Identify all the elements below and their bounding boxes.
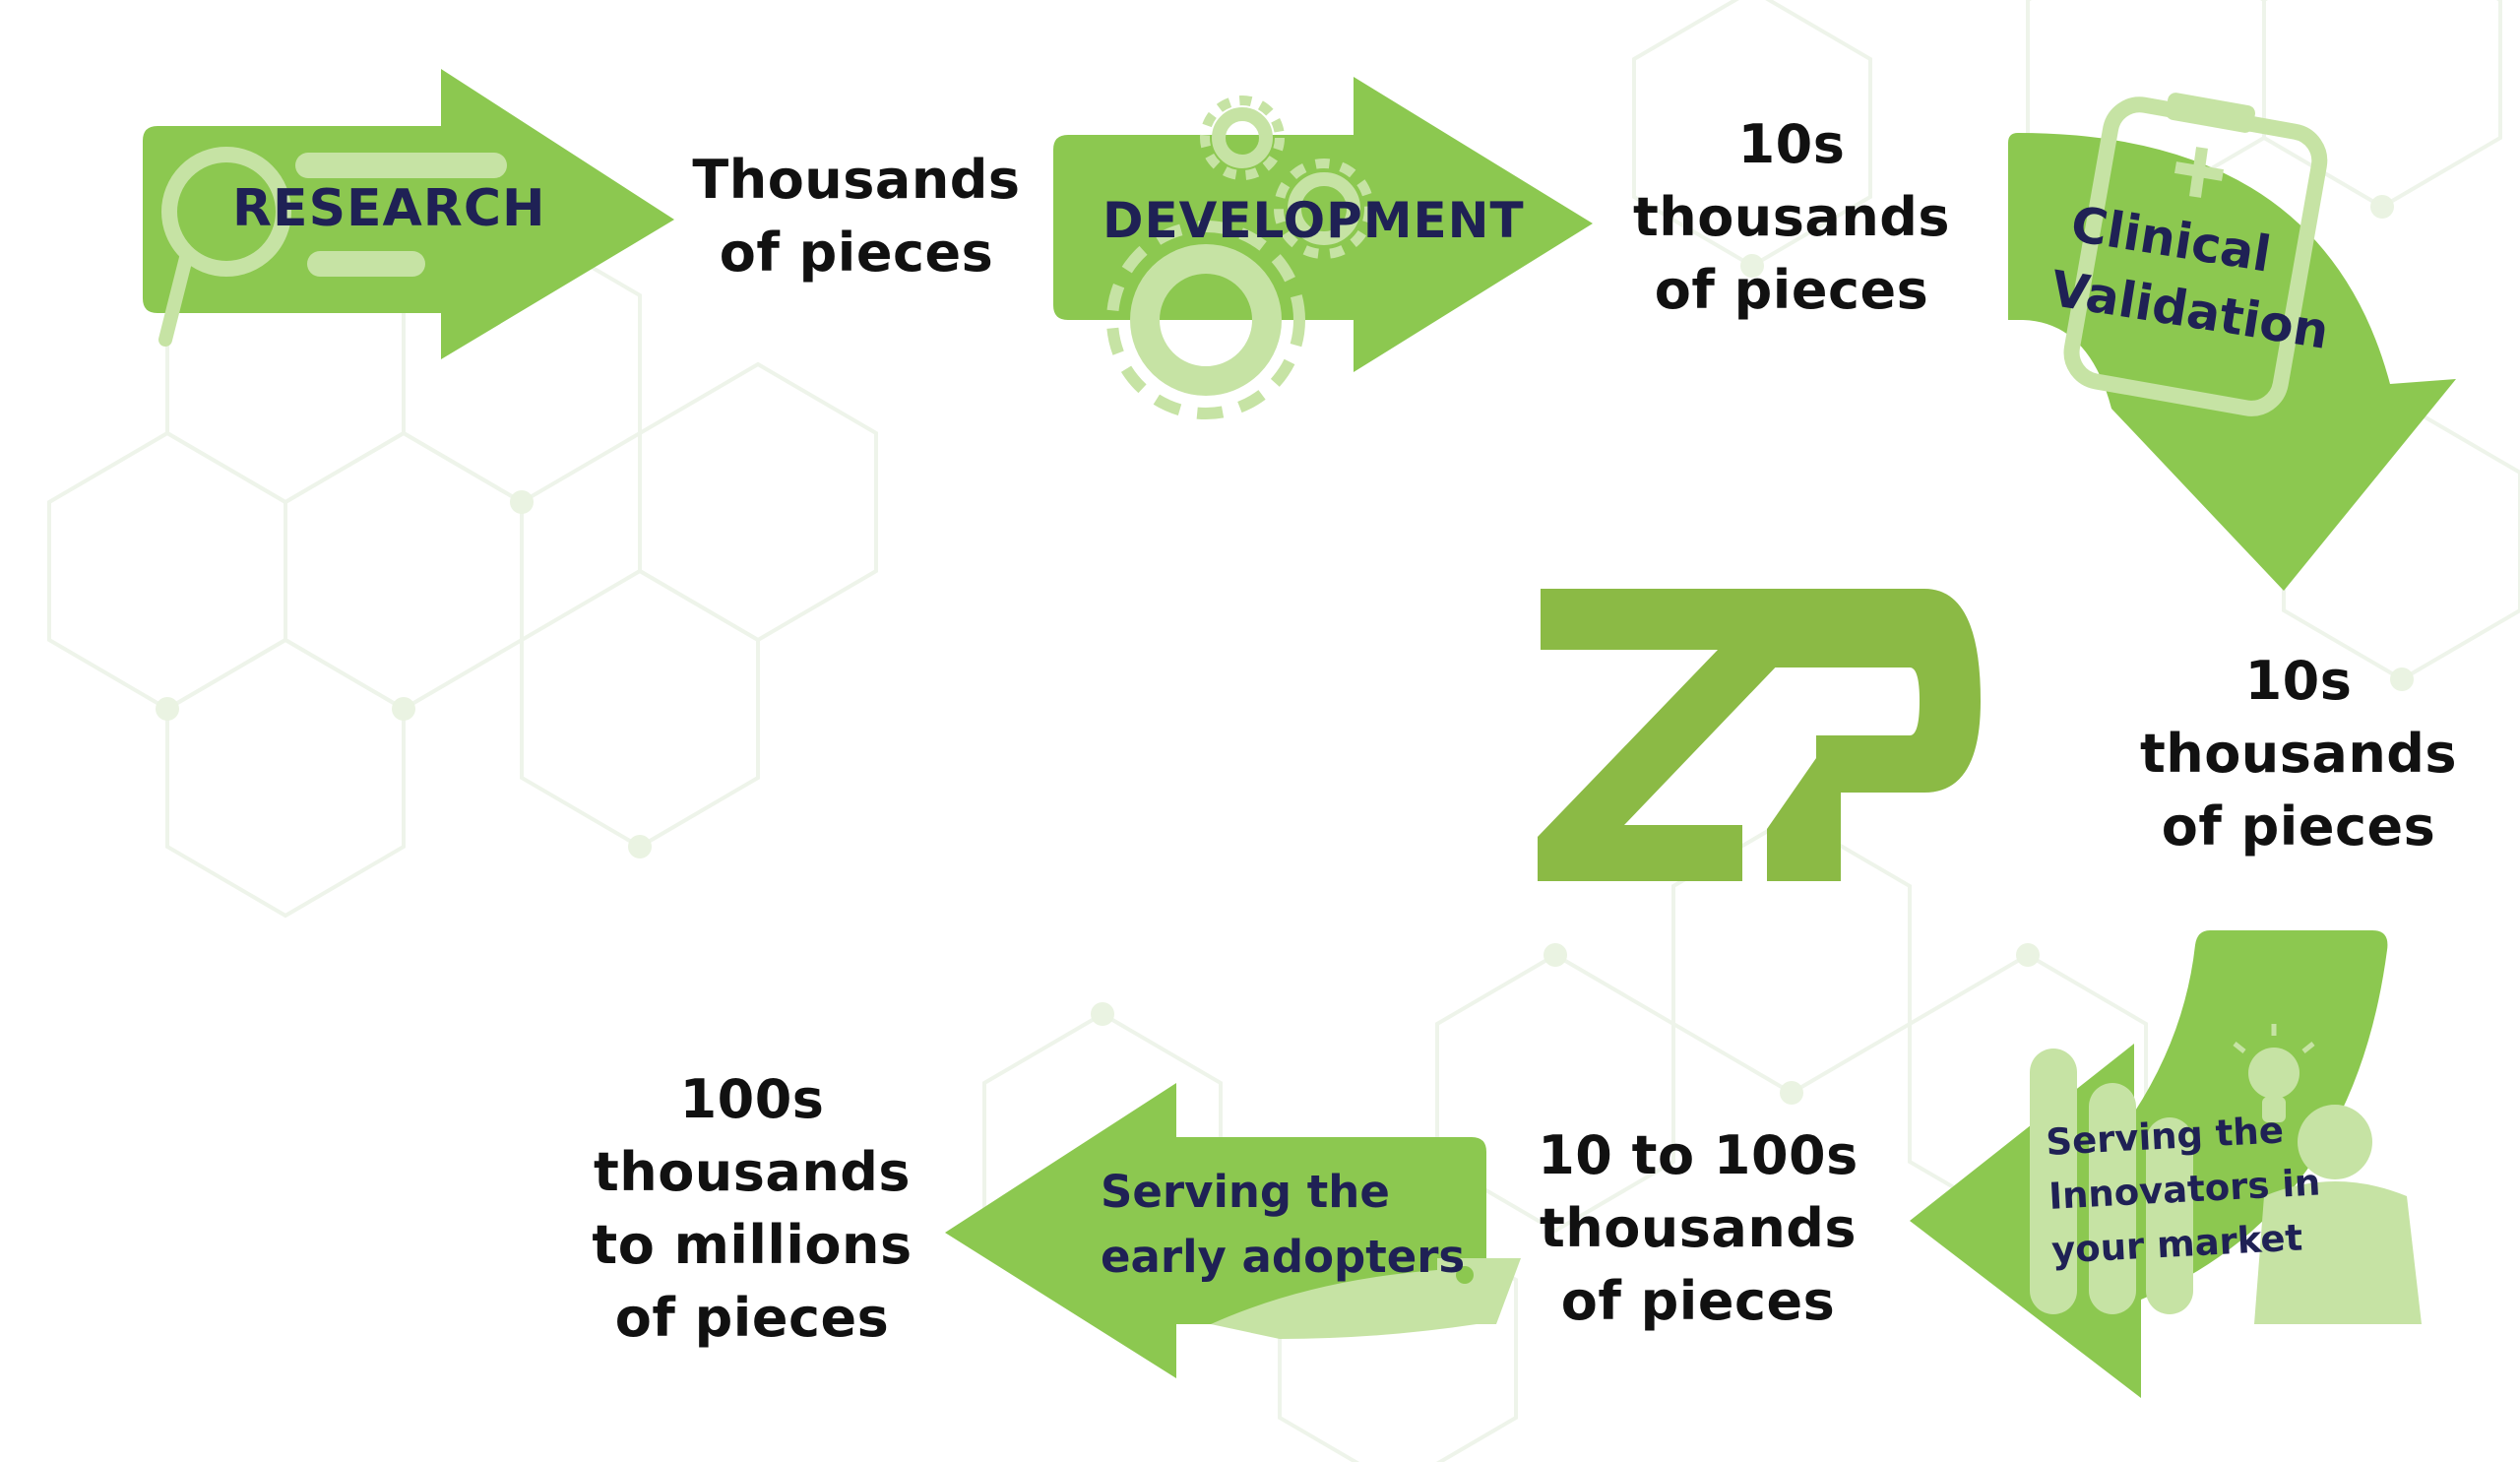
early-adopters-label: Serving the early adopters xyxy=(1101,1166,1466,1283)
clinical-validation-arrow xyxy=(2008,93,2456,591)
innovators-label: Serving the Innovators in your market xyxy=(2045,1109,2322,1272)
early-adopters-arrow xyxy=(945,1083,1521,1378)
gears-icon xyxy=(1106,95,1374,419)
clipboard-icon xyxy=(2063,93,2328,416)
development-label: DEVELOPMENT xyxy=(1102,192,1525,249)
magnifier-icon xyxy=(158,147,507,347)
innovator-person-icon xyxy=(2030,1024,2422,1324)
volume-label-innovators: 10 to 100s thousands of pieces xyxy=(1538,1124,1858,1332)
volume-label-research: Thousands of pieces xyxy=(692,149,1021,284)
handshake-icon xyxy=(1211,1258,1521,1339)
research-arrow xyxy=(143,69,674,359)
innovators-arrow xyxy=(1910,930,2422,1398)
research-label: RESEARCH xyxy=(232,179,546,238)
zp-logo xyxy=(1538,589,1981,881)
volume-label-clinical: 10s thousands of pieces xyxy=(2139,650,2458,858)
volume-label-early-adopters: 100s thousands to millions of pieces xyxy=(592,1068,913,1349)
volume-label-development: 10s thousands of pieces xyxy=(1632,113,1951,321)
development-arrow xyxy=(1053,77,1593,419)
